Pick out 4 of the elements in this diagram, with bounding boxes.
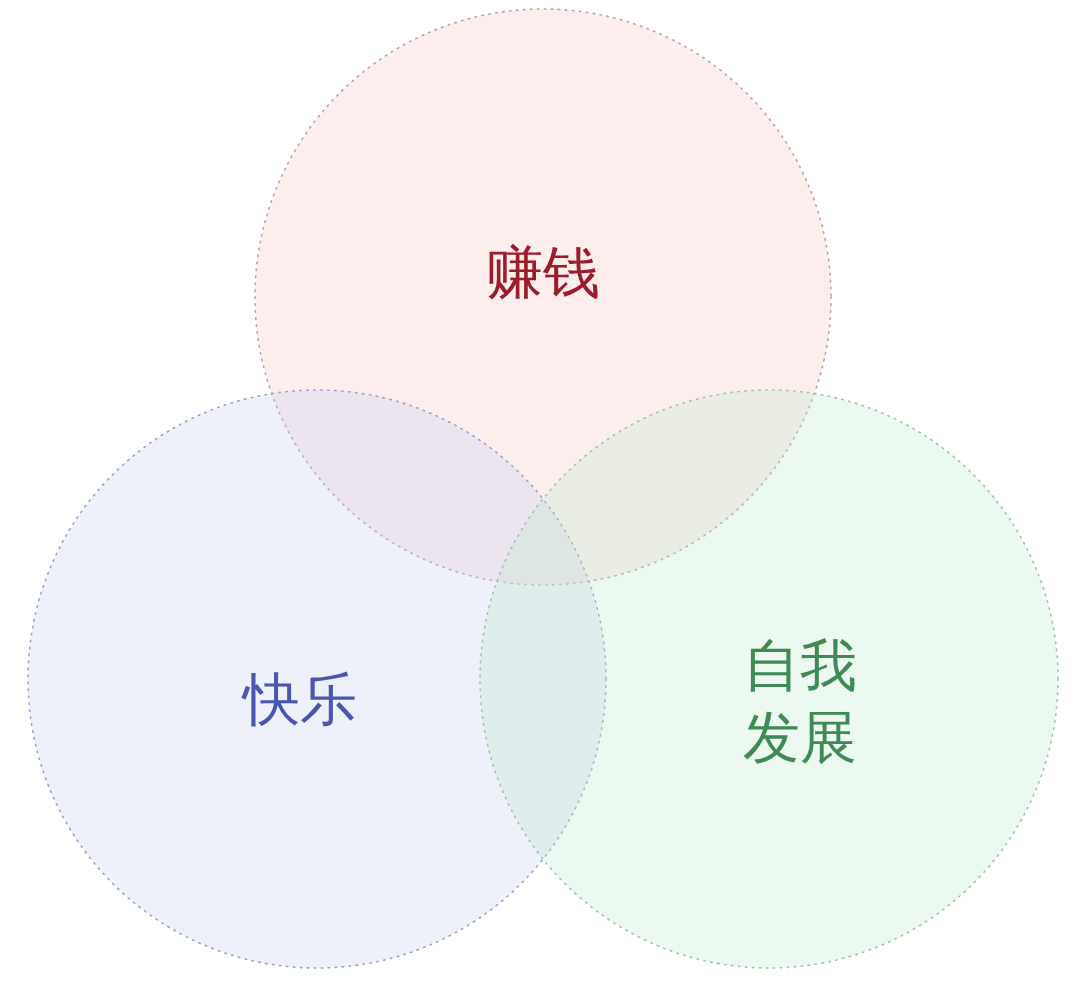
venn-circle [478, 388, 1060, 970]
circle-label: 快乐 [243, 665, 357, 734]
circle-label: 自我发展 [742, 631, 858, 772]
circle-label: 赚钱 [486, 238, 600, 307]
